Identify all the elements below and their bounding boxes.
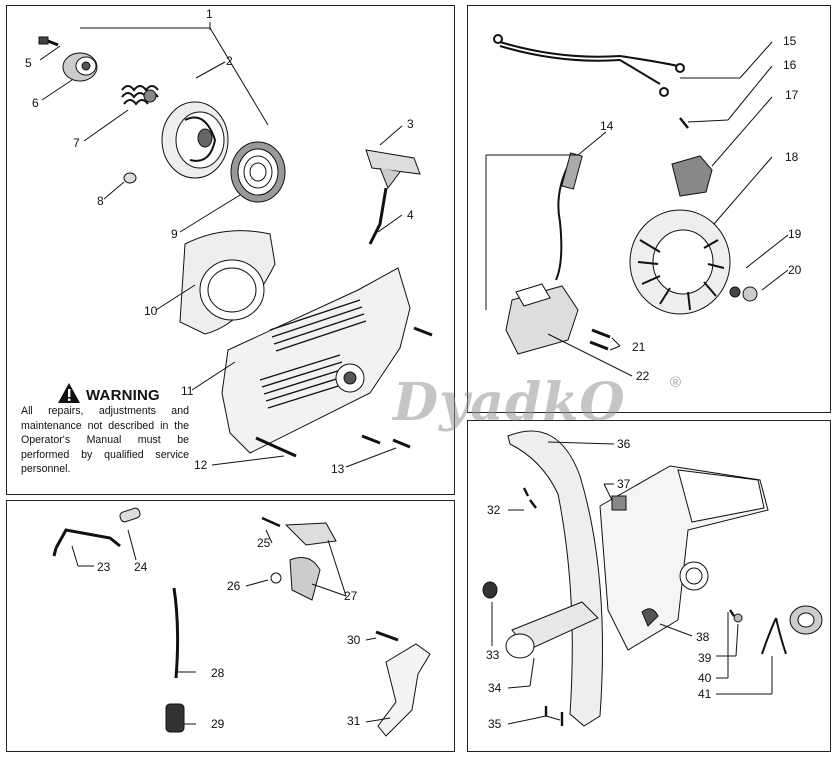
switch-part [671, 155, 713, 197]
spring-part [121, 85, 159, 106]
fuel-hose-part [172, 587, 180, 679]
callout-32: 32 [487, 503, 501, 517]
screw-part [679, 117, 689, 129]
callout-36: 36 [617, 437, 631, 451]
callout-23: 23 [97, 560, 111, 574]
callout-18: 18 [785, 150, 799, 164]
flywheel-part [629, 209, 758, 315]
callout-7: 7 [73, 136, 80, 150]
callout-10: 10 [144, 304, 158, 318]
callout-14: 14 [600, 119, 614, 133]
callout-37: 37 [617, 477, 631, 491]
callout-31: 31 [347, 714, 361, 728]
leader-lines-panel-4 [491, 441, 773, 725]
starter-handle-part [365, 149, 421, 190]
throttle-lockout-part [377, 643, 431, 737]
fuel-filter-part [165, 703, 185, 733]
callout-30: 30 [347, 633, 361, 647]
callout-33: 33 [486, 648, 500, 662]
rear-handle-part [505, 465, 769, 659]
callout-2: 2 [226, 54, 233, 68]
washer-part [123, 172, 137, 184]
callout-20: 20 [788, 263, 802, 277]
throttle-rod-part [52, 507, 141, 557]
leader-lines-panel-1 [39, 22, 403, 468]
callout-4: 4 [407, 208, 414, 222]
leader-lines-panel-3 [71, 529, 391, 725]
front-handle-part [507, 430, 603, 727]
watermark: DyadkO [393, 372, 626, 433]
spark-plug-cap-part [761, 605, 823, 655]
registered-mark: ® [670, 374, 682, 391]
callout-5: 5 [25, 56, 32, 70]
callout-21: 21 [632, 340, 646, 354]
warning-icon [58, 383, 80, 403]
screw-part [589, 328, 611, 351]
starter-cover-part [221, 267, 411, 454]
throttle-fuel-panel [6, 500, 455, 752]
callout-15: 15 [783, 34, 797, 48]
callout-12: 12 [194, 458, 208, 472]
callout-38: 38 [696, 630, 710, 644]
callout-28: 28 [211, 666, 225, 680]
callout-29: 29 [211, 717, 225, 731]
ignition-coil-part [505, 152, 583, 355]
callout-11: 11 [181, 384, 194, 398]
callout-34: 34 [488, 681, 502, 695]
pulley-part [161, 101, 229, 179]
callout-8: 8 [97, 194, 104, 208]
callout-17: 17 [785, 88, 799, 102]
callout-6: 6 [32, 96, 39, 110]
throttle-trigger-part [261, 516, 337, 601]
screw-part [375, 630, 399, 642]
callout-26: 26 [227, 579, 241, 593]
callout-13: 13 [331, 462, 345, 476]
callout-35: 35 [488, 717, 502, 731]
callout-16: 16 [783, 58, 797, 72]
recoil-spring-part [230, 141, 286, 203]
callout-39: 39 [698, 651, 712, 665]
callout-25: 25 [257, 536, 271, 550]
callout-40: 40 [698, 671, 712, 685]
grommet-part [482, 495, 743, 627]
leader-lines-panel-2 [485, 41, 789, 377]
screw-part [522, 487, 735, 726]
warning-text: All repairs, adjustments and maintenance… [21, 405, 189, 475]
callout-9: 9 [171, 227, 178, 241]
callout-24: 24 [134, 560, 148, 574]
callout-1: 1 [206, 7, 213, 21]
starter-housing-part [179, 230, 276, 335]
warning-title: WARNING [86, 387, 160, 404]
callout-3: 3 [407, 117, 414, 131]
callout-41: 41 [698, 687, 712, 701]
screw-part [255, 326, 433, 458]
ignition-wire-part [493, 34, 685, 97]
pulley-hub-part [62, 52, 98, 82]
callout-22: 22 [636, 369, 650, 383]
screw-part [38, 36, 59, 47]
rope-part [368, 187, 388, 245]
callout-19: 19 [788, 227, 802, 241]
callout-27: 27 [344, 589, 358, 603]
